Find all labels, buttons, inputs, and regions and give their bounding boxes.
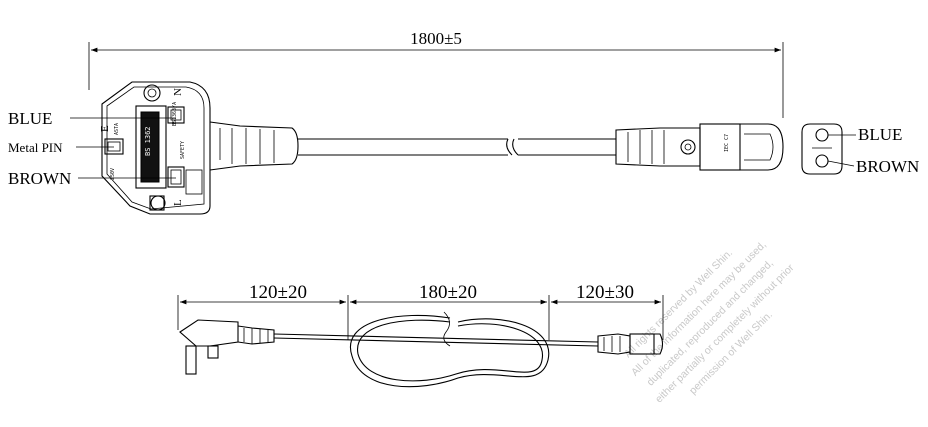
overall-length-label: 1800±5 bbox=[410, 29, 462, 48]
earth-mark: E bbox=[99, 125, 111, 132]
connector-side-view bbox=[597, 333, 664, 355]
svg-text:IEC C7: IEC C7 bbox=[724, 134, 730, 152]
side-view-cable bbox=[273, 311, 599, 388]
main-cable bbox=[298, 138, 616, 156]
c7-connector-side: IEC C7 bbox=[615, 123, 784, 171]
connector-blue-label: BLUE bbox=[858, 125, 902, 144]
plug-strain-relief bbox=[209, 121, 299, 171]
plug-side-view bbox=[179, 319, 275, 375]
svg-text:SAFETY: SAFETY bbox=[180, 141, 186, 159]
svg-text:BS1363/A: BS1363/A bbox=[172, 102, 178, 126]
uk-plug-top-view: BS 1362 BS1363/A SAFETY ASTA 250V N E L bbox=[99, 81, 211, 215]
connector-brown-label: BROWN bbox=[856, 157, 919, 176]
svg-text:BS 1362: BS 1362 bbox=[144, 126, 152, 156]
segment-middle-label: 180±20 bbox=[419, 282, 477, 303]
segment-left-label: 120±20 bbox=[249, 282, 307, 303]
plug-brown-label: BROWN bbox=[8, 169, 71, 188]
plug-labels: BLUE Metal PIN BROWN bbox=[8, 109, 176, 188]
c7-connector-face: BLUE BROWN bbox=[801, 123, 919, 176]
live-mark: L bbox=[172, 199, 184, 206]
segment-right-label: 120±30 bbox=[576, 282, 634, 303]
metal-pin-label: Metal PIN bbox=[8, 140, 63, 155]
svg-text:ASTA: ASTA bbox=[114, 123, 120, 135]
overall-length-dimension: 1800±5 bbox=[88, 29, 784, 118]
neutral-mark: N bbox=[172, 88, 184, 96]
watermark: All rights reserved by Well Shin. All of… bbox=[622, 239, 797, 406]
svg-text:250V: 250V bbox=[110, 168, 116, 180]
bottom-dimensions: 120±20 180±20 120±30 bbox=[177, 282, 664, 340]
plug-blue-label: BLUE bbox=[8, 109, 52, 128]
